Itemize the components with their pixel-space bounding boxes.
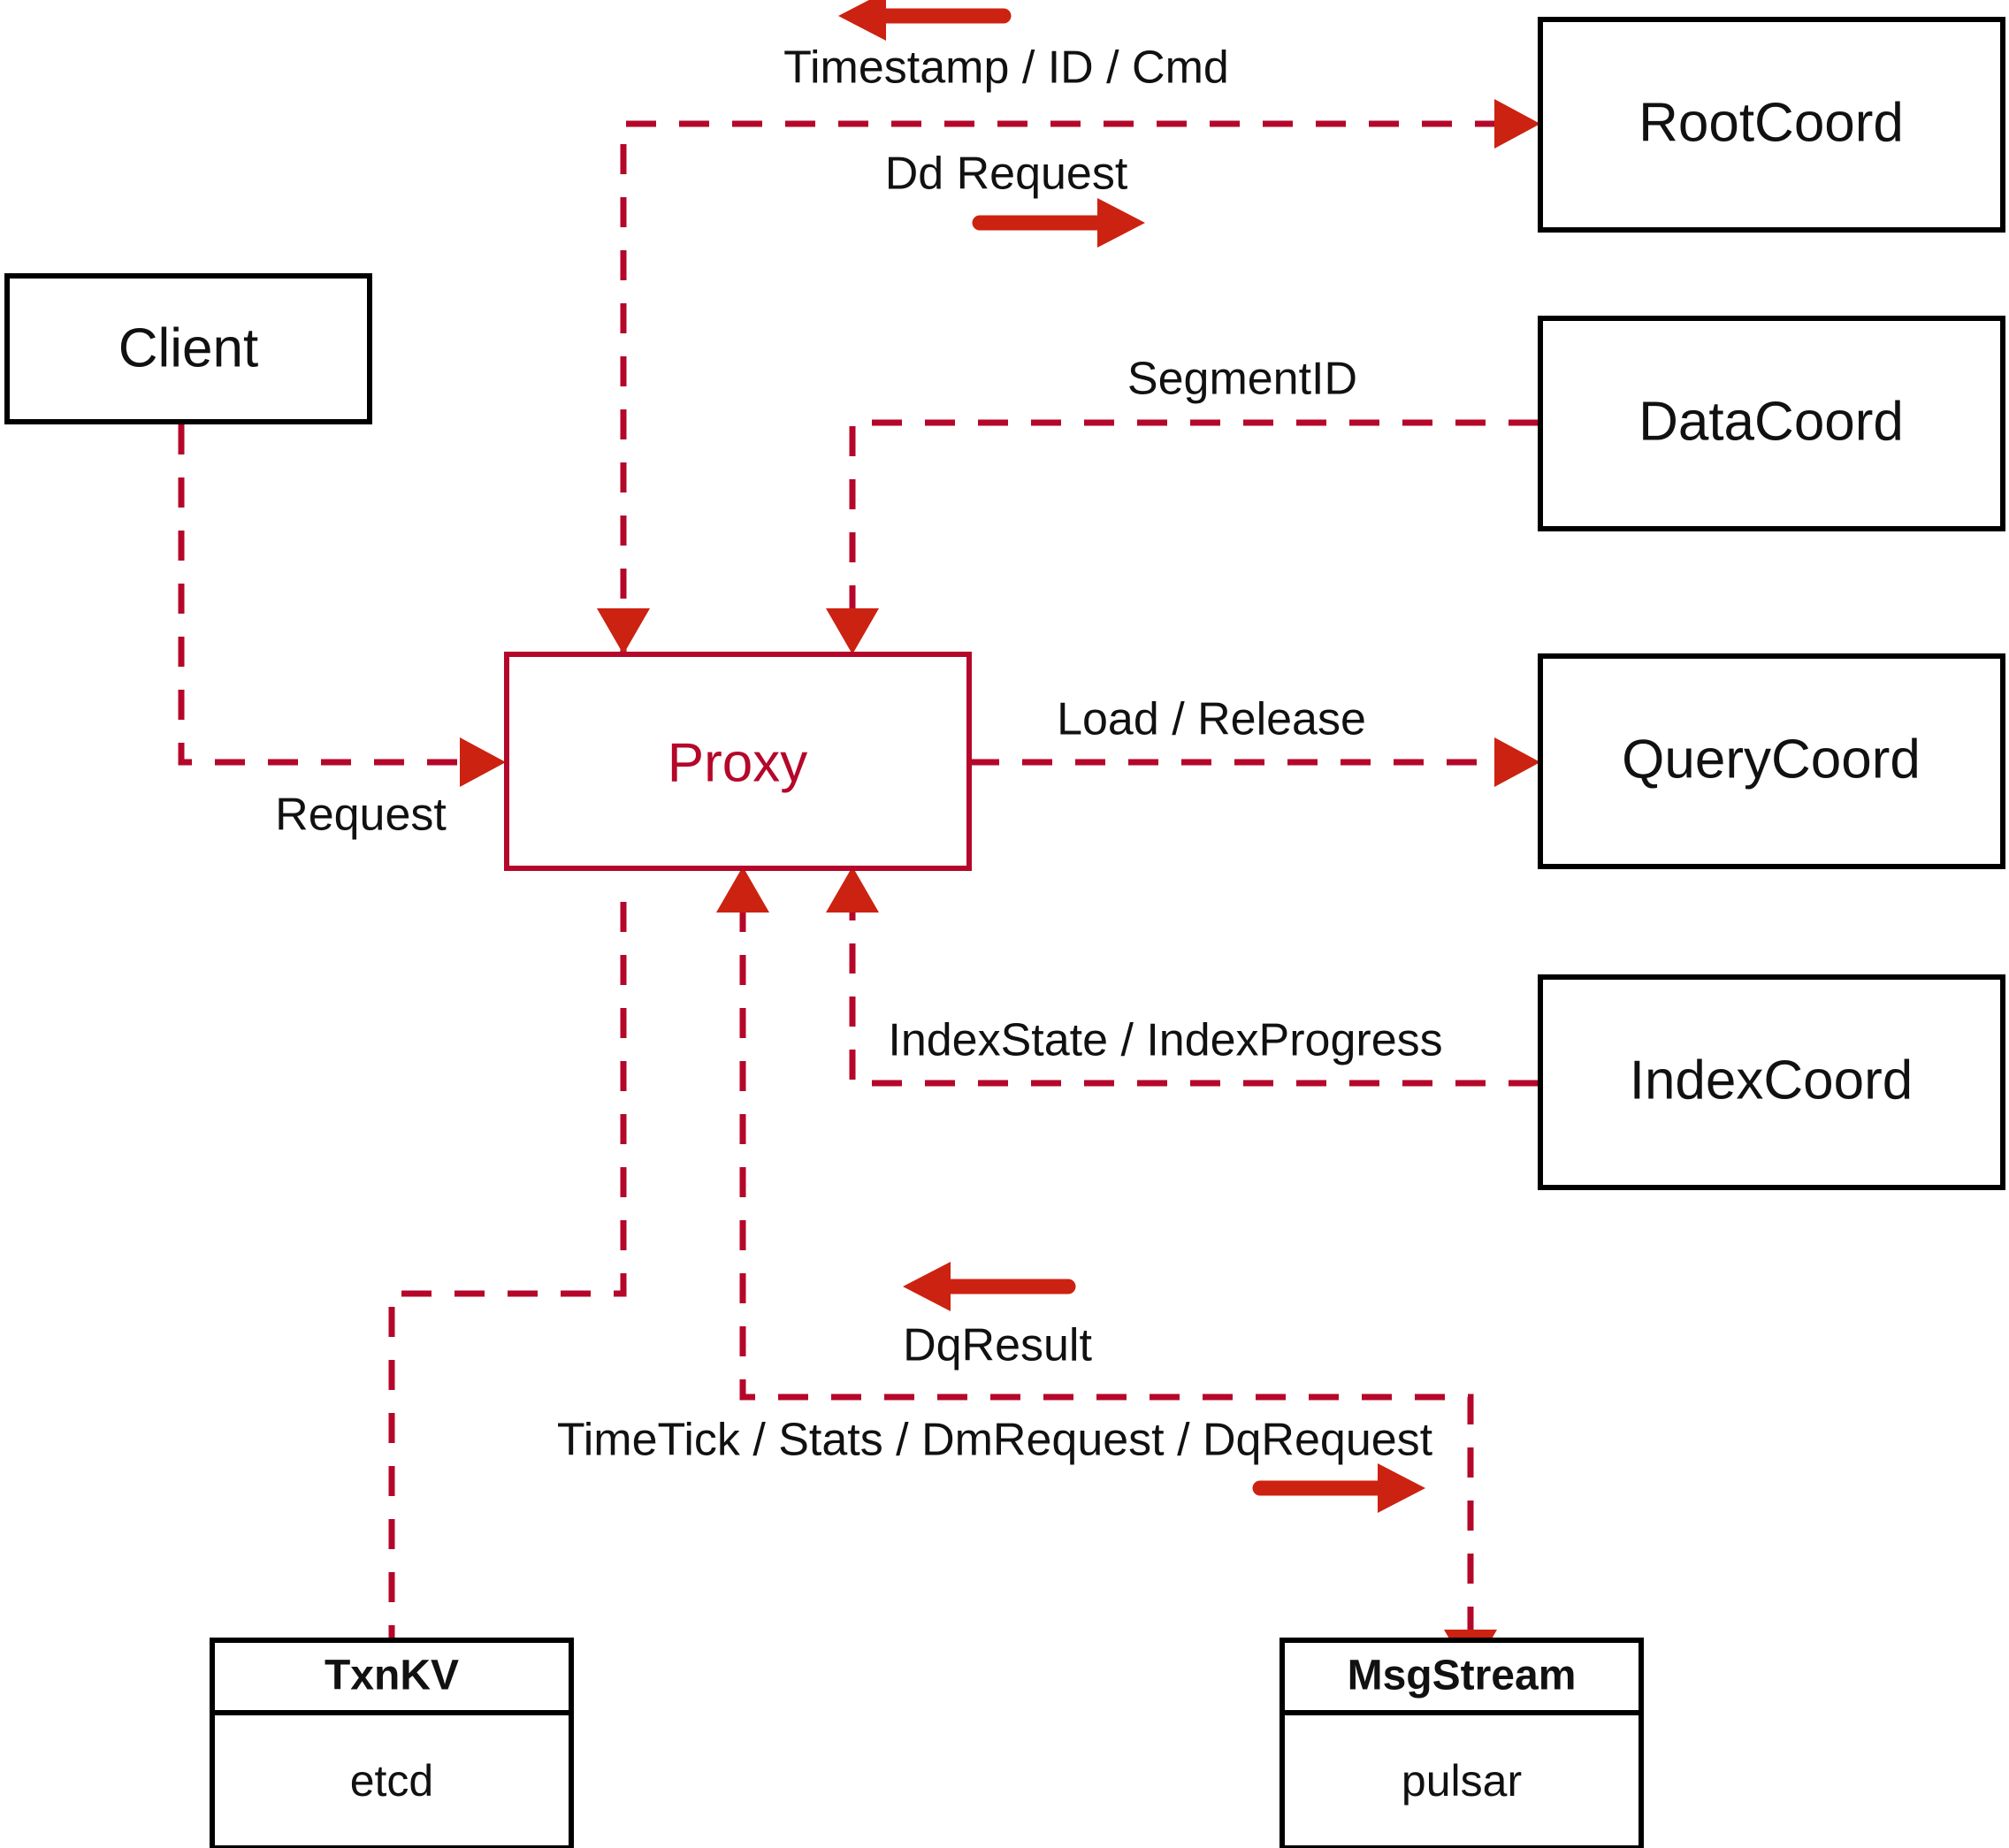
arrow-dd-request	[972, 198, 1145, 248]
edge-segment-id-path	[849, 419, 1539, 619]
node-txnkv-body: etcd	[350, 1756, 434, 1806]
edge-index-state-arrowhead	[826, 867, 879, 913]
edge-label-load-release: Load / Release	[1057, 694, 1366, 745]
edge-index-state-path	[849, 902, 1539, 1087]
node-msgstream-body: pulsar	[1402, 1756, 1522, 1806]
edge-segment-id-arrowhead	[826, 608, 879, 654]
node-index-coord[interactable]: IndexCoord	[1538, 974, 2005, 1190]
node-proxy[interactable]: Proxy	[504, 652, 972, 871]
node-proxy-label: Proxy	[668, 732, 807, 793]
edge-timetick-path	[739, 902, 1474, 1640]
edge-dd-request-arrowhead	[1494, 99, 1540, 149]
node-client[interactable]: Client	[4, 273, 372, 424]
edge-dd-request-path	[620, 120, 1494, 652]
edge-txnkv-path	[388, 902, 627, 1671]
edge-label-dd-request: Dd Request	[885, 149, 1128, 200]
node-root-coord[interactable]: RootCoord	[1538, 17, 2005, 233]
node-txnkv-header: TxnKV	[325, 1653, 459, 1699]
edge-label-segment-id: SegmentID	[1127, 354, 1357, 405]
node-data-coord[interactable]: DataCoord	[1538, 316, 2005, 531]
node-root-coord-label: RootCoord	[1639, 92, 1904, 153]
node-data-coord-label: DataCoord	[1639, 391, 1904, 452]
edge-load-release-arrowhead	[1494, 737, 1540, 787]
arrow-dq-result	[903, 1262, 1076, 1311]
node-msgstream[interactable]: MsgStream pulsar	[1279, 1638, 1644, 1848]
arrow-timetick	[1252, 1463, 1425, 1513]
edge-label-request: Request	[275, 790, 447, 841]
node-txnkv[interactable]: TxnKV etcd	[210, 1638, 574, 1848]
edge-request-path	[178, 424, 469, 766]
node-query-coord-label: QueryCoord	[1622, 729, 1921, 790]
node-client-label: Client	[118, 317, 259, 378]
edge-label-index-state-progress: IndexState / IndexProgress	[888, 1015, 1442, 1066]
edge-request-arrowhead	[460, 737, 506, 787]
node-query-coord[interactable]: QueryCoord	[1538, 653, 2005, 869]
edge-label-timestamp-id-cmd: Timestamp / ID / Cmd	[783, 42, 1229, 94]
node-index-coord-label: IndexCoord	[1630, 1050, 1914, 1111]
edge-timestamp-arrowhead	[597, 608, 650, 654]
node-msgstream-header: MsgStream	[1348, 1653, 1577, 1699]
edge-label-timetick-stats-dm-dq: TimeTick / Stats / DmRequest / DqRequest	[557, 1415, 1433, 1466]
edge-label-dq-result: DqResult	[903, 1320, 1092, 1371]
arrow-timestamp-id-cmd	[838, 0, 1012, 41]
edge-dq-result-arrowhead	[716, 867, 769, 913]
